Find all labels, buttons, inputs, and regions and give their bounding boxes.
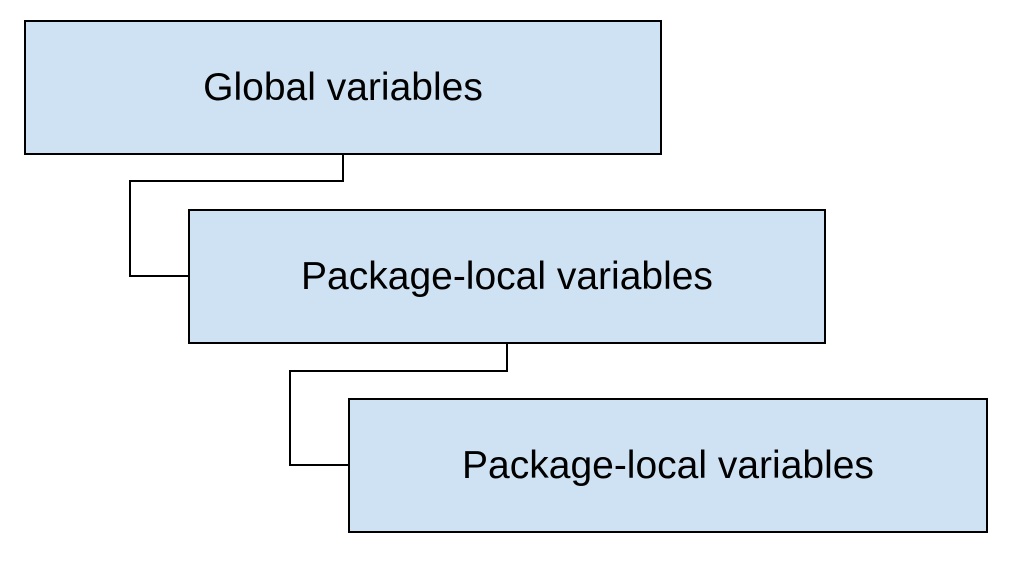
package-local-variables-box-1: Package-local variables xyxy=(188,209,826,344)
connector-global-to-package xyxy=(129,155,344,277)
global-variables-box: Global variables xyxy=(24,20,662,155)
connector-package-to-package xyxy=(289,344,508,466)
package-local-variables-box-2: Package-local variables xyxy=(348,398,988,533)
global-variables-label: Global variables xyxy=(203,65,483,109)
package-local-variables-label-2: Package-local variables xyxy=(462,443,874,487)
package-local-variables-label-1: Package-local variables xyxy=(301,254,713,298)
